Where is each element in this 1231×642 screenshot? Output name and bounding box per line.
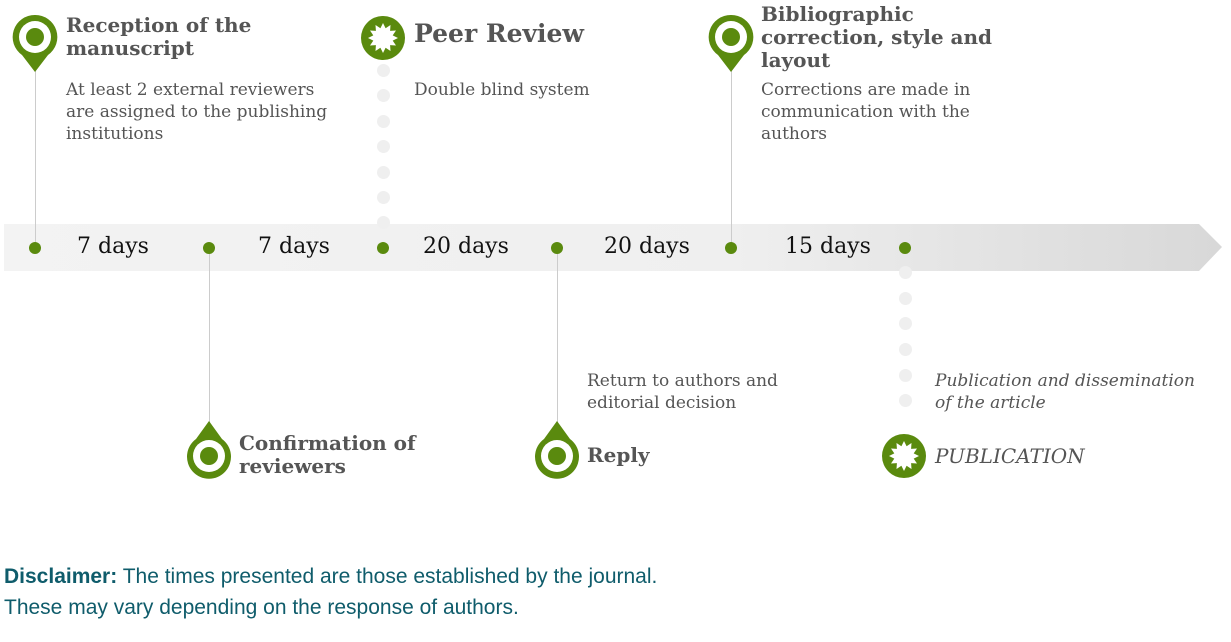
- dotted-connector-dot: [899, 369, 912, 382]
- badge-star-icon: [361, 16, 405, 60]
- duration-label: 20 days: [423, 234, 509, 259]
- step-description: Return to authors and editorial decision: [587, 371, 778, 413]
- dotted-connector-dot: [899, 394, 912, 407]
- dotted-connector-dot: [377, 89, 390, 102]
- dotted-connector-dot: [377, 64, 390, 77]
- step-title: PUBLICATION: [935, 444, 1085, 468]
- step-title: Reception of the manuscript: [66, 13, 252, 60]
- step-title: Bibliographic correction, style and layo…: [761, 2, 993, 72]
- disclaimer-line-2: These may vary depending on the response…: [4, 596, 519, 619]
- disclaimer-label: Disclaimer:: [4, 565, 118, 588]
- dotted-connector-dot: [899, 266, 912, 279]
- dotted-connector-dot: [377, 191, 390, 204]
- step-title: Reply: [587, 443, 650, 467]
- timeline-dot: [377, 242, 389, 254]
- duration-label: 15 days: [785, 234, 871, 259]
- timeline-dot: [725, 242, 737, 254]
- map-pin-icon: [187, 421, 231, 479]
- duration-label: 7 days: [258, 234, 330, 259]
- dotted-connector-dot: [377, 216, 390, 229]
- connector-line: [557, 250, 558, 425]
- connector-line: [209, 250, 210, 425]
- duration-label: 7 days: [77, 234, 149, 259]
- duration-label: 20 days: [604, 234, 690, 259]
- timeline-dot: [899, 242, 911, 254]
- step-description: Corrections are made in communication wi…: [761, 80, 971, 144]
- timeline-arrow-band: [4, 224, 1222, 271]
- map-pin-icon: [708, 14, 754, 73]
- disclaimer-line-1: Disclaimer: The times presented are thos…: [4, 565, 657, 589]
- dotted-connector-dot: [899, 317, 912, 330]
- connector-line: [35, 60, 36, 246]
- timeline-dot: [203, 242, 215, 254]
- map-pin-icon: [12, 14, 58, 73]
- dotted-connector-dot: [377, 140, 390, 153]
- dotted-connector-dot: [377, 115, 390, 128]
- dotted-connector-dot: [377, 166, 390, 179]
- timeline-dot: [29, 242, 41, 254]
- dotted-connector-dot: [899, 292, 912, 305]
- disclaimer-text: The times presented are those establishe…: [122, 565, 658, 588]
- step-title: Peer Review: [414, 19, 584, 48]
- step-description: Publication and dissemination of the art…: [935, 371, 1195, 413]
- connector-line: [731, 60, 732, 246]
- map-pin-icon: [535, 421, 579, 479]
- step-title: Confirmation of reviewers: [239, 431, 416, 478]
- step-description: Double blind system: [414, 80, 590, 100]
- badge-star-icon: [882, 434, 926, 478]
- step-description: At least 2 external reviewers are assign…: [66, 80, 328, 144]
- dotted-connector-dot: [899, 343, 912, 356]
- timeline-dot: [551, 242, 563, 254]
